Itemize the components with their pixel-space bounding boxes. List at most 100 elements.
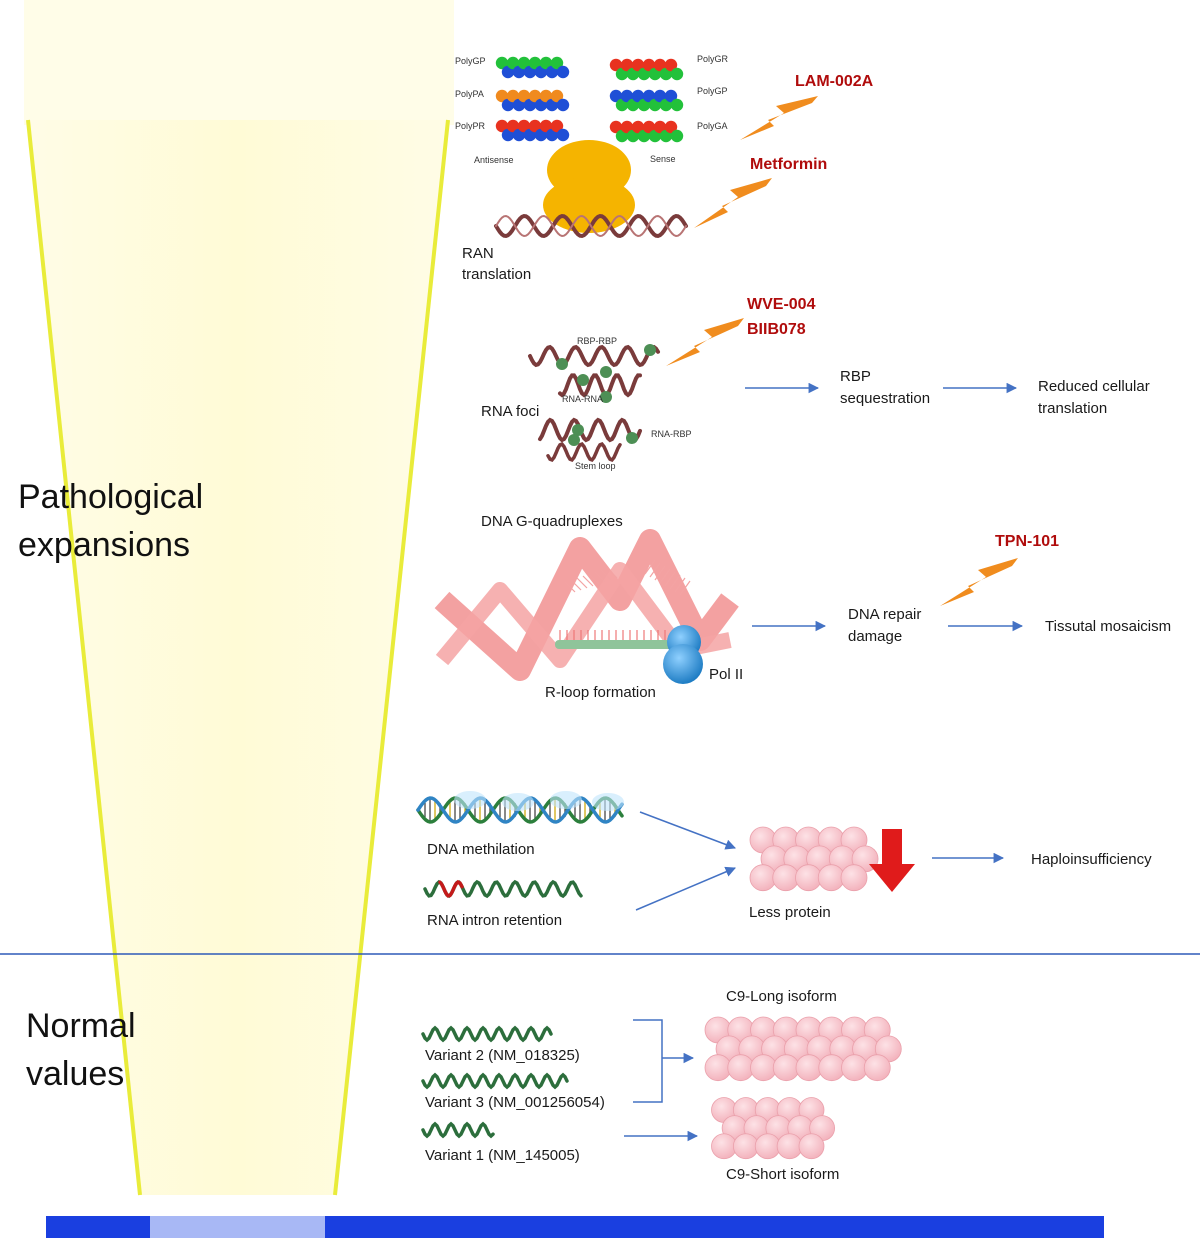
strand <box>528 344 660 368</box>
sense-peptide-label: PolyGP <box>697 86 728 96</box>
antisense-peptide-label: PolyPR <box>455 121 486 131</box>
protein-bead <box>750 1054 777 1082</box>
base-pair <box>654 565 666 581</box>
svg-text:translation: translation <box>1038 400 1107 417</box>
sense-peptide-label: PolyGA <box>697 121 728 131</box>
svg-text:RNA-RNA: RNA-RNA <box>562 394 603 404</box>
bead <box>653 89 667 103</box>
antisense-peptide-label: PolyPA <box>455 89 484 99</box>
bead <box>506 119 520 133</box>
svg-text:Haploinsufficiency: Haploinsufficiency <box>1031 851 1152 868</box>
bead <box>670 67 684 81</box>
protein-bead <box>772 864 800 892</box>
antisense-peptide-label: PolyGP <box>455 56 486 66</box>
rbp-bead <box>626 432 638 444</box>
bead <box>631 120 645 134</box>
bead <box>517 89 531 103</box>
svg-text:DNA methilation: DNA methilation <box>427 841 535 858</box>
strand <box>421 1025 553 1043</box>
svg-text:Pol II: Pol II <box>709 666 743 683</box>
loss-of-function-panel: DNA methilation RNA intron retention Les… <box>416 791 1152 929</box>
svg-text:Pathological: Pathological <box>18 478 203 516</box>
protein-cluster-icon <box>749 826 879 892</box>
normal-isoforms-panel: Variant 2 (NM_018325) Variant 3 (NM_0012… <box>421 988 902 1183</box>
bead <box>517 119 531 133</box>
bead <box>517 56 531 70</box>
dipeptide-beads <box>495 56 684 143</box>
rbp-bead <box>568 434 580 446</box>
mrna-strand-icon <box>494 213 688 239</box>
svg-text:damage: damage <box>848 628 902 645</box>
protein-bead <box>798 1133 825 1160</box>
bead <box>664 58 678 72</box>
rbp-bead <box>644 344 656 356</box>
variant-1-label: Variant 1 (NM_145005) <box>425 1147 580 1164</box>
svg-text:Normal: Normal <box>26 1007 136 1045</box>
svg-text:RBP-RBP: RBP-RBP <box>577 336 617 346</box>
strand <box>438 879 464 898</box>
bead <box>550 89 564 103</box>
base-pair <box>679 580 691 596</box>
base-pair <box>659 568 671 584</box>
lightning-icon <box>940 558 1018 606</box>
expansion-cone <box>24 0 454 1196</box>
short-isoform-label: C9-Short isoform <box>726 1166 839 1183</box>
drug-label-lam-002a: LAM-002A <box>795 73 874 90</box>
bead <box>550 56 564 70</box>
bead <box>620 89 634 103</box>
drug-label-wve-004: WVE-004 <box>747 296 816 313</box>
normal-values-label: Normal values <box>26 1007 136 1093</box>
bead <box>539 56 553 70</box>
base-pair <box>600 569 612 581</box>
bead <box>670 98 684 112</box>
protein-bead <box>795 864 822 892</box>
protein-bead <box>795 1054 823 1082</box>
bead <box>556 128 570 142</box>
base-pair <box>644 559 656 575</box>
base-pair <box>674 577 686 593</box>
bead <box>609 89 623 103</box>
bead <box>506 56 520 70</box>
protein-bead <box>772 1054 800 1082</box>
variant-2-label: Variant 2 (NM_018325) <box>425 1047 580 1064</box>
base-pair <box>576 577 588 589</box>
protein-bead <box>711 1133 737 1160</box>
lightning-icon <box>694 178 772 228</box>
svg-text:RNA intron retention: RNA intron retention <box>427 912 562 929</box>
svg-text:RNA foci: RNA foci <box>481 403 539 420</box>
ran-translation-panel: PolyGP PolyPA PolyPR PolyGR PolyGP PolyG… <box>455 54 874 283</box>
bead <box>642 89 656 103</box>
protein-bead <box>727 1054 755 1082</box>
rbp-bead <box>577 374 589 386</box>
bead <box>631 89 645 103</box>
repeat-length-bar <box>46 1216 1104 1238</box>
protein-bead <box>818 1054 846 1082</box>
svg-text:sequestration: sequestration <box>840 390 930 407</box>
bead <box>495 89 509 103</box>
bead <box>609 120 623 134</box>
bead <box>670 129 684 143</box>
antisense-label: Antisense <box>474 155 514 165</box>
protein-bead <box>776 1133 803 1160</box>
lightning-icon <box>740 96 818 140</box>
protein-bead <box>817 864 845 892</box>
strand <box>416 796 624 824</box>
svg-text:RBP: RBP <box>840 368 871 385</box>
base-pair <box>564 581 576 593</box>
bead <box>528 56 542 70</box>
rna-foci-icon <box>528 344 660 462</box>
bead <box>528 89 542 103</box>
bead <box>664 120 678 134</box>
bead <box>528 119 542 133</box>
protein-bead <box>732 1133 759 1160</box>
drug-label-tpn-101: TPN-101 <box>995 533 1059 550</box>
protein-bead <box>841 1054 868 1082</box>
strand <box>495 214 687 238</box>
svg-text:RAN: RAN <box>462 245 494 262</box>
base-pair <box>582 575 594 587</box>
down-arrow-icon <box>869 829 915 892</box>
strand <box>421 1072 569 1090</box>
base-pair <box>588 573 600 585</box>
svg-text:expansions: expansions <box>18 526 190 564</box>
